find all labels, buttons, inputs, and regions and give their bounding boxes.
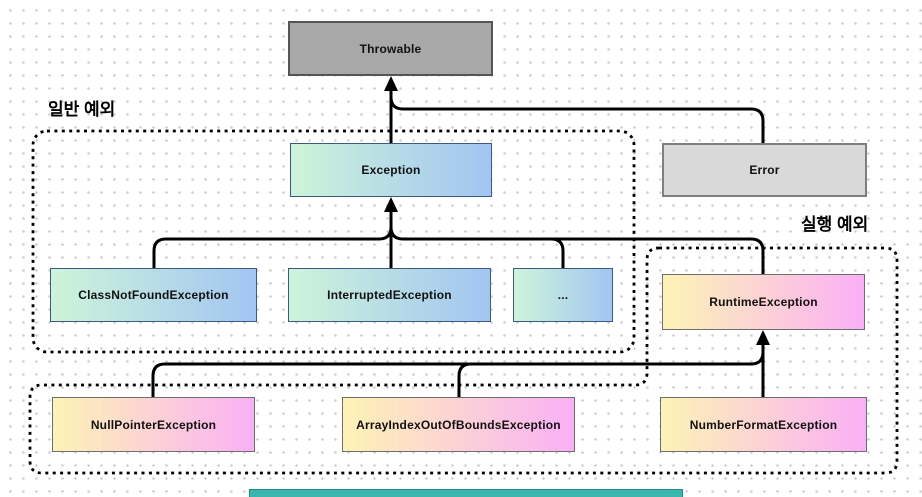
- node-classnotfoundexception-label: ClassNotFoundException: [78, 288, 229, 302]
- general-exceptions-label: 일반 예외: [48, 100, 116, 119]
- partial-shape-bottom[interactable]: [249, 489, 683, 497]
- node-throwable[interactable]: Throwable: [288, 21, 493, 76]
- connector-bottom-trunk: [151, 351, 765, 397]
- connector-arrayindex-branch: [457, 362, 472, 397]
- node-error[interactable]: Error: [662, 143, 867, 197]
- arrowhead-runtime: [756, 330, 770, 345]
- arrowhead-throwable: [384, 76, 398, 91]
- node-numberformatexception[interactable]: NumberFormatException: [660, 397, 867, 452]
- node-throwable-label: Throwable: [359, 41, 422, 56]
- node-interruptedexception-label: InterruptedException: [327, 288, 452, 302]
- node-numberformatexception-label: NumberFormatException: [689, 417, 838, 432]
- node-classnotfoundexception[interactable]: ClassNotFoundException: [50, 268, 257, 322]
- node-runtimeexception[interactable]: RuntimeException: [662, 274, 865, 330]
- node-arrayindexoutofboundsexception-label: ArrayIndexOutOfBoundsException: [356, 417, 561, 432]
- node-ellipsis-label: ...: [557, 288, 569, 302]
- connector-classnotfound-trunk: [152, 226, 393, 268]
- connector-runtime-trunk: [389, 226, 765, 274]
- node-arrayindexoutofboundsexception[interactable]: ArrayIndexOutOfBoundsException: [342, 397, 575, 452]
- arrowhead-exception: [384, 197, 398, 212]
- node-nullpointerexception[interactable]: NullPointerException: [52, 397, 255, 452]
- runtime-exceptions-label: 실행 예외: [801, 215, 869, 234]
- node-interruptedexception[interactable]: InterruptedException: [288, 268, 491, 322]
- node-ellipsis[interactable]: ...: [513, 268, 613, 322]
- node-exception-label: Exception: [361, 163, 421, 177]
- connector-error-throwable: [389, 96, 765, 143]
- connector-ellipsis-branch: [550, 237, 565, 268]
- node-runtimeexception-label: RuntimeException: [709, 295, 818, 309]
- node-error-label: Error: [749, 163, 780, 177]
- node-nullpointerexception-label: NullPointerException: [90, 417, 217, 432]
- node-exception[interactable]: Exception: [290, 143, 492, 197]
